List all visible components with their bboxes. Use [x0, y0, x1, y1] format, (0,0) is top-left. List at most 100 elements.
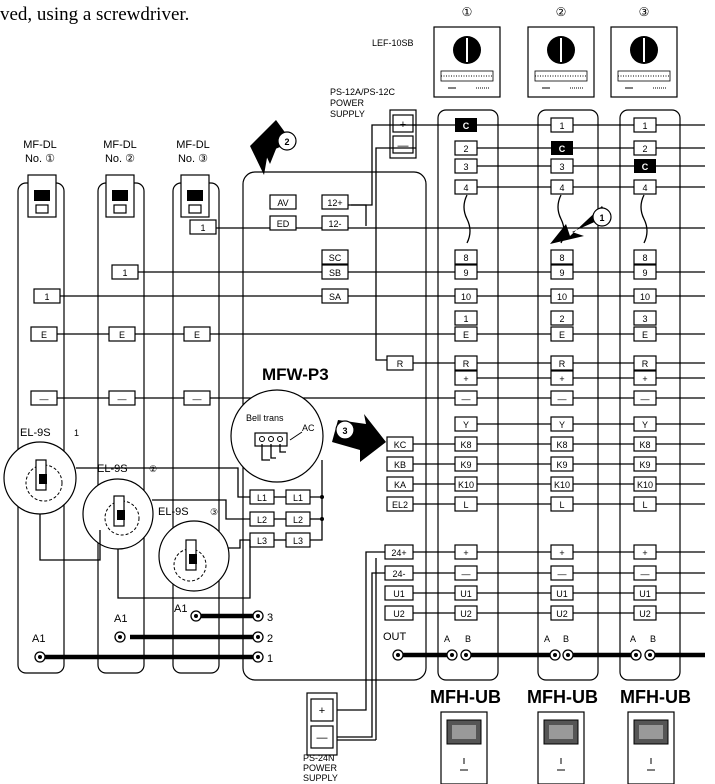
el-label: EL-9S [97, 463, 128, 475]
el-label: EL-9S [20, 427, 51, 439]
callout-number: 3 [342, 426, 347, 436]
mfh-ub-unit-2 [537, 711, 585, 784]
mfdl-unit-3 [180, 174, 210, 218]
column-terminal-label: Y [463, 420, 469, 430]
column-terminal-box [454, 565, 478, 581]
column-terminal-box [454, 370, 478, 386]
column-terminal-box [633, 288, 657, 304]
lef-column-3 [619, 109, 681, 681]
a1-label: A1 [174, 603, 187, 615]
column-terminal-box [454, 436, 478, 452]
el-number: 1 [74, 428, 79, 438]
column-terminal-label: K8 [460, 440, 471, 450]
column-terminal-box [454, 326, 478, 342]
el-9s-units: EL-9S 1 EL-9S ② EL-9S ③ [3, 427, 251, 599]
column-terminal-box [550, 496, 574, 512]
mfdl3-term-minus: — [193, 394, 202, 404]
column-terminal-box [550, 288, 574, 304]
column-terminal-label: — [641, 394, 650, 404]
column-terminal-label: + [642, 548, 647, 558]
lef3-term-4: 4 [642, 183, 647, 193]
column-terminal-box [550, 456, 574, 472]
lef-column-stacks: 89101ER+—YK8K9K10L+—U1U289102ER+—YK8K9K1… [454, 249, 657, 621]
lef3-term-2: 2 [642, 144, 647, 154]
column-terminal-label: E [559, 330, 565, 340]
l2-term-right: L2 [293, 515, 303, 525]
column-terminal-label: R [559, 359, 566, 369]
el-number: ② [149, 464, 157, 474]
ps24-minus-terminal: — [317, 732, 328, 744]
column-terminal-label: 9 [463, 268, 468, 278]
column-terminal-label: 3 [642, 314, 647, 324]
column-terminal-label: — [641, 569, 650, 579]
column-terminal-label: U1 [639, 589, 651, 599]
column-terminal-box [550, 605, 574, 621]
mfw-term-24plus: 24+ [391, 548, 406, 558]
mfdl3-term-e: E [194, 330, 200, 340]
mfdl2-term-1: 1 [122, 268, 127, 278]
mfdl2-term-minus: — [118, 394, 127, 404]
column-terminal-box [550, 416, 574, 432]
ps24-power-supply: + — PS-24N POWER SUPPLY [303, 551, 385, 783]
mfw-term-u2: U2 [393, 609, 405, 619]
column-terminal-label: 8 [642, 253, 647, 263]
column-terminal-label: 8 [559, 253, 564, 263]
column-terminal-box [550, 544, 574, 560]
mfdl-name: MF-DL [103, 139, 137, 151]
a1-label: A1 [32, 633, 45, 645]
column-terminal-box [454, 605, 478, 621]
ps12-power-supply: PS-12A/PS-12C POWER SUPPLY + — [330, 87, 417, 159]
mfh-ub-label: MFH-UB [527, 687, 598, 707]
column-terminal-box [633, 370, 657, 386]
mfw-term-av: AV [277, 198, 288, 208]
ab-b-label: B [563, 634, 569, 644]
lef1-term-4: 4 [463, 183, 468, 193]
mfw-p3-terminals: AV ED 12+ 12- SC SB SA R KC KB KA EL2 24… [269, 194, 414, 661]
column-terminal-label: 2 [559, 314, 564, 324]
lef-unit-3 [610, 26, 678, 98]
bus-wires [52, 124, 705, 614]
column-terminal-box [633, 249, 657, 265]
ps12-label-line1: PS-12A/PS-12C [330, 87, 396, 97]
column-terminal-label: 10 [557, 292, 567, 302]
ps24-label-line3: SUPPLY [303, 773, 338, 783]
column-terminal-box [454, 288, 478, 304]
bell-transformer: Bell trans AC [230, 389, 324, 483]
column-terminal-box [633, 310, 657, 326]
mfw-term-ed: ED [277, 219, 290, 229]
mfdl3-term-1: 1 [200, 223, 205, 233]
mfdl-group: MF-DL No. ① MF-DL No. ② MF-DL No. ③ [23, 139, 210, 218]
mfh-ub-unit-3 [627, 711, 675, 784]
lef-unit-1 [433, 26, 501, 98]
column-terminal-box [633, 326, 657, 342]
mfdl-unit-2 [105, 174, 135, 218]
mfw-term-ka: KA [394, 480, 406, 490]
lef-unit-number: ① [462, 5, 473, 19]
column-terminal-label: K9 [639, 460, 650, 470]
callout-number: 1 [599, 213, 604, 223]
mfw-term-r: R [397, 359, 404, 369]
mfdl-name: MF-DL [23, 139, 57, 151]
ps24-label-line1: PS-24N [303, 753, 335, 763]
lef-unit-2 [527, 26, 595, 98]
column-terminal-box [550, 355, 574, 371]
mfw-term-el2: EL2 [392, 500, 408, 510]
column-terminal-label: U2 [556, 609, 568, 619]
column-terminal-label: 10 [461, 292, 471, 302]
lef1-c-terminal: C [463, 121, 470, 131]
mfh-ub-unit-1 [440, 711, 488, 784]
a1-label: A1 [114, 613, 127, 625]
callout-number: 2 [284, 137, 289, 147]
ps24-plus-terminal: + [319, 705, 325, 717]
l3-term-right: L3 [293, 536, 303, 546]
lef-unit-number: ② [556, 5, 567, 19]
column-terminal-box [454, 264, 478, 280]
mfw-term-24minus: 24- [392, 569, 405, 579]
lef2-c-terminal: C [559, 144, 566, 154]
mfdl-panel-3 [172, 182, 220, 674]
column-terminal-label: — [558, 394, 567, 404]
column-terminal-label: Y [642, 420, 648, 430]
callout-arrow-2: 2 [250, 120, 297, 175]
column-terminal-box [633, 264, 657, 280]
column-terminal-box [633, 355, 657, 371]
